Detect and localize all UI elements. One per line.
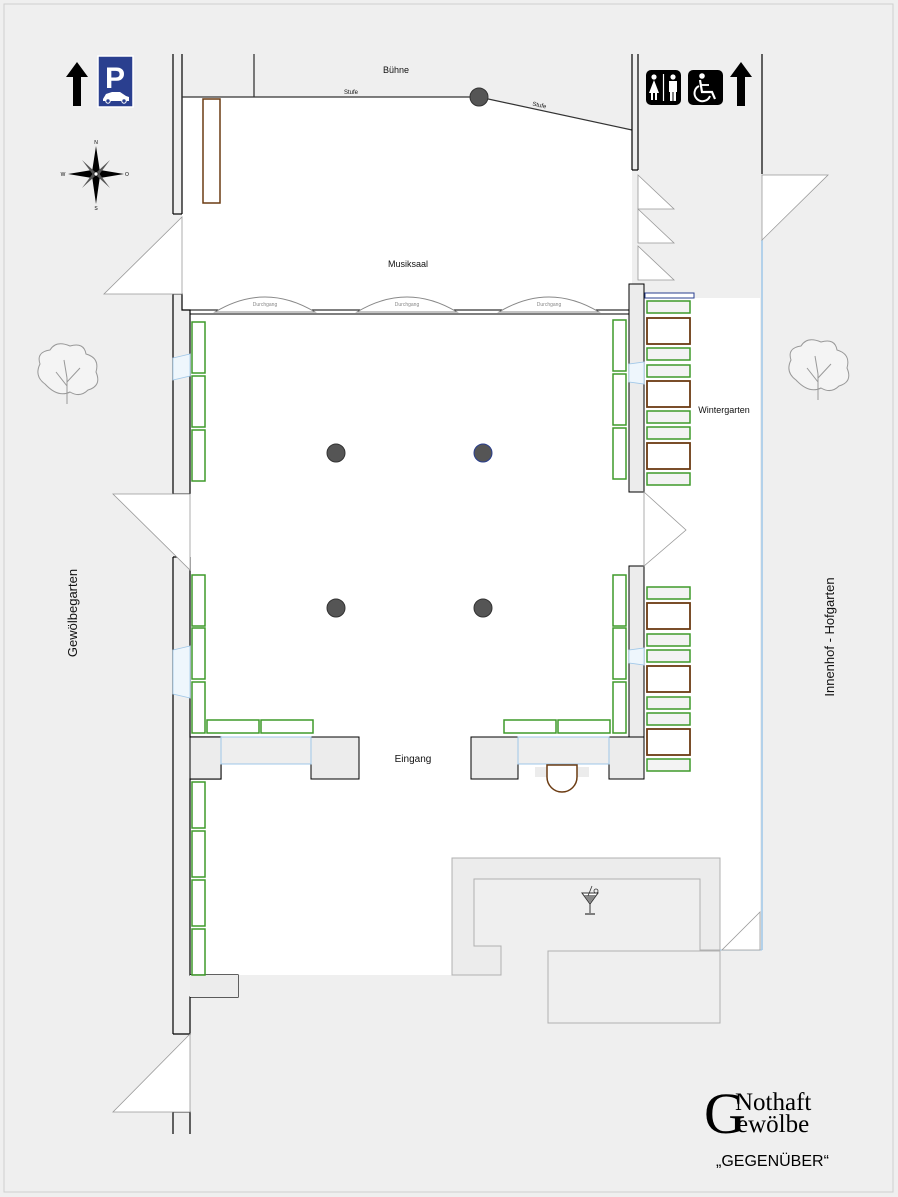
- bench: [191, 627, 206, 680]
- winter-garden-furniture: [646, 300, 691, 772]
- bench: [191, 681, 206, 734]
- bench: [612, 574, 627, 627]
- bench: [191, 321, 206, 374]
- wall-segment: [628, 283, 645, 493]
- entrance-window: [220, 736, 312, 765]
- stairs: [637, 208, 676, 244]
- stairs: [112, 1033, 191, 1113]
- bench: [191, 375, 206, 428]
- entrance-pillar: [310, 736, 360, 780]
- compass-rose-icon: N S W O: [61, 140, 129, 212]
- stairs: [721, 911, 761, 951]
- bench: [191, 830, 206, 878]
- passage-label: Durchgang: [537, 302, 562, 308]
- column: [326, 598, 346, 618]
- stairs: [103, 216, 183, 295]
- window: [172, 353, 191, 381]
- entrance-label: Eingang: [395, 754, 432, 765]
- bench: [612, 627, 627, 680]
- logo-line-2: ewölbe: [737, 1111, 810, 1138]
- entrance-pillar: [470, 736, 519, 780]
- bench: [612, 319, 627, 372]
- bench: [191, 574, 206, 627]
- parking-car-icon: P: [97, 55, 134, 108]
- column: [473, 598, 493, 618]
- arrow-up-icon: [730, 62, 752, 106]
- passage-label: Durchgang: [395, 302, 420, 308]
- reception-desk: [546, 764, 578, 793]
- passage-arch: [497, 296, 601, 313]
- compass-w: W: [61, 172, 66, 178]
- wheelchair-icon: [688, 70, 723, 105]
- column: [326, 443, 346, 463]
- stairs: [761, 174, 829, 241]
- tree-icon: [37, 343, 99, 404]
- bench: [557, 719, 611, 734]
- bench: [612, 373, 627, 426]
- logo-tagline: „GEGENÜBER“: [716, 1153, 829, 1170]
- compass-n: N: [94, 140, 98, 146]
- bar-counter: [451, 857, 721, 976]
- window: [628, 361, 645, 385]
- column: [469, 87, 489, 107]
- bench: [260, 719, 314, 734]
- logo-initial: G: [704, 1081, 746, 1146]
- entrance-window: [517, 736, 610, 765]
- bench: [191, 928, 206, 976]
- passage-label: Durchgang: [253, 302, 278, 308]
- bar-extension: [547, 950, 721, 1024]
- parking-letter: P: [105, 62, 125, 95]
- music-hall-label: Musiksaal: [388, 259, 428, 269]
- bench: [191, 429, 206, 482]
- window: [172, 645, 191, 699]
- doorstep: [644, 292, 695, 299]
- benches: [191, 319, 627, 976]
- stage-table: [202, 98, 221, 204]
- stage-label: Bühne: [383, 65, 409, 75]
- restroom-icon: [646, 70, 681, 105]
- bench: [206, 719, 260, 734]
- logo-line-1: Nothaft: [735, 1089, 812, 1116]
- step-label: Stufe: [532, 102, 548, 111]
- arrow-up-icon: [66, 62, 88, 106]
- window: [628, 647, 645, 666]
- bench: [191, 781, 206, 829]
- bench: [191, 879, 206, 927]
- step-label: Stufe: [344, 90, 359, 96]
- stairs: [643, 491, 687, 567]
- compass-s: S: [94, 206, 98, 212]
- compass-o: O: [125, 172, 129, 178]
- stairs: [112, 493, 191, 571]
- passage-arch: [213, 296, 317, 313]
- stairs: [637, 174, 676, 210]
- passage-arch: [355, 296, 459, 313]
- cocktail-icon: [581, 885, 599, 915]
- column: [473, 443, 493, 463]
- winter-garden-label: Wintergarten: [698, 405, 750, 415]
- tree-icon: [788, 339, 850, 400]
- pillar: [189, 736, 222, 780]
- bench: [503, 719, 557, 734]
- pillar: [608, 736, 645, 780]
- vault-garden-label: Gewölbegarten: [65, 569, 80, 657]
- stairs: [637, 245, 676, 281]
- bench: [612, 427, 627, 480]
- pillar: [190, 975, 238, 997]
- courtyard-label: Innenhof - Hofgarten: [822, 577, 837, 696]
- bench: [612, 681, 627, 734]
- brand-logo: G Nothaft ewölbe „GEGENÜBER“: [700, 1082, 870, 1182]
